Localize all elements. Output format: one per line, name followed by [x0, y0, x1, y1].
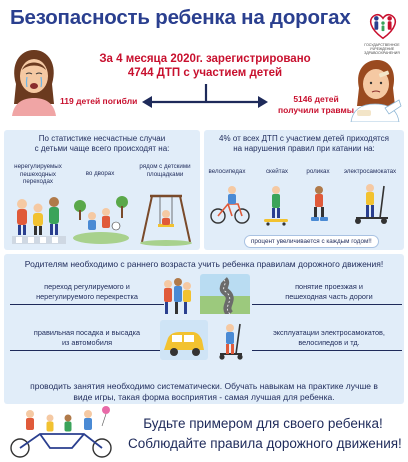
rule-scooters-line1: эксплуатации электросамокатов, — [273, 328, 385, 337]
injuries-count-line2: получили травмы — [278, 105, 355, 115]
family-tandem-bike-illustration — [10, 406, 112, 458]
place-crossings-label: нерегулируемых пешеходных переходах — [8, 163, 68, 186]
parents-rules-panel: Родителям необходимо с раннего возраста … — [4, 254, 404, 404]
rule-car-seating-line1: правильная посадка и высадка — [33, 328, 141, 337]
rule-car-seating-underline — [10, 350, 164, 351]
rule-scooters: эксплуатации электросамокатов, велосипед… — [254, 328, 404, 347]
kids-group-illustration — [164, 278, 191, 314]
riding-violations-title: 4% от всех ДТП с участием детей приходят… — [208, 134, 400, 154]
stats-headline-line1: За 4 месяца 2020г. зарегистрировано — [99, 53, 311, 65]
rule-scooters-line2: велосипедов и тд. — [298, 337, 360, 347]
accident-places-panel: По статистике несчастные случаи с детьми… — [4, 130, 200, 250]
split-arrow-icon — [142, 84, 268, 108]
practice-advice-line1: проводить занятия необходимо систематиче… — [30, 381, 378, 391]
rule-crossroads-line2: нерегулируемого перекрестка — [36, 291, 138, 301]
roller-skates-kid-illustration — [311, 186, 328, 221]
growth-note-pill: процент увеличивается с каждым годом!! — [244, 235, 379, 248]
riding-violations-panel: 4% от всех ДТП с участием детей приходят… — [204, 130, 404, 250]
rule-road-parts-line2: пешеходная часть дороги — [285, 291, 373, 301]
injuries-count: 5146 детей получили травмы — [278, 94, 354, 116]
place-crossings-line1: нерегулируемых — [14, 163, 62, 170]
rule-car-seating-line2: из автомобиля — [61, 337, 113, 347]
vehicle-skates-label: скейтах — [265, 168, 289, 175]
vehicle-rollers-label: роликах — [306, 168, 330, 175]
skateboard-kid-illustration — [264, 186, 288, 226]
swing-playground-illustration — [140, 194, 192, 246]
electric-scooter-kid-illustration — [355, 184, 388, 224]
vehicle-bicycles-label: велосипедах — [208, 168, 246, 175]
rule-crossroads: переход регулируемого и нерегулируемого … — [12, 282, 162, 301]
stats-headline: За 4 месяца 2020г. зарегистрировано 4744… — [90, 52, 320, 80]
parents-rules-title: Родителям необходимо с раннего возраста … — [24, 259, 384, 269]
riding-violations-title-line2: на нарушения правил при катании на: — [233, 144, 375, 153]
place-playgrounds-label: рядом с детскими площадками — [132, 163, 198, 178]
rule-road-parts: понятие проезжая и пешеходная часть доро… — [254, 282, 404, 301]
kids-crossing-illustration — [12, 197, 66, 244]
practice-advice: проводить занятия необходимо систематиче… — [8, 381, 400, 402]
rule-crossroads-underline — [10, 304, 164, 305]
bicycle-kid-illustration — [210, 186, 250, 224]
injuries-count-line1: 5146 детей — [293, 94, 339, 104]
practice-advice-line2: виде игры, такая форма восприятия - сама… — [73, 391, 335, 402]
scooter-kid-illustration — [219, 323, 243, 360]
footer-slogan-line2: Соблюдайте правила дорожного движения! — [128, 436, 402, 451]
stats-headline-line2: 4744 ДТП с участием детей — [127, 67, 283, 79]
accident-places-title-line1: По статистике несчастные случаи — [38, 134, 166, 143]
place-playgrounds-line1: рядом с детскими — [139, 163, 191, 170]
logo-caption: ГОСУДАРСТВЕННОЕ УЧРЕЖДЕНИЕ ЗДРАВООХРАНЕН… — [364, 43, 400, 55]
deaths-count: 119 детей погибли — [60, 96, 138, 106]
riding-violations-title-line1: 4% от всех ДТП с участием детей приходят… — [219, 134, 389, 143]
place-yards-label: во дворах — [85, 170, 115, 177]
family-logo-icon — [369, 13, 397, 40]
crying-girl-illustration — [12, 50, 56, 116]
page-title: Безопасность ребенка на дорогах — [10, 6, 351, 29]
rule-road-parts-line1: понятие проезжая и — [295, 282, 363, 291]
car-family-illustration — [160, 320, 208, 360]
rule-car-seating: правильная посадка и высадка из автомоби… — [12, 328, 162, 347]
rule-crossroads-line1: переход регулируемого и — [44, 282, 130, 291]
accident-places-title: По статистике несчастные случаи с детьми… — [8, 134, 196, 154]
place-playgrounds-line2: площадками — [146, 170, 184, 178]
vehicle-escooters-label: электросамокатах — [343, 168, 397, 175]
rule-scooters-underline — [252, 350, 402, 351]
rule-road-parts-underline — [252, 304, 402, 305]
injured-girl-illustration — [350, 60, 402, 122]
winding-road-illustration — [200, 274, 250, 314]
place-crossings-line2: пешеходных — [20, 170, 56, 178]
footer-slogan-line1: Будьте примером для своего ребенка! — [143, 416, 383, 431]
place-crossings-line3: переходах — [22, 178, 53, 185]
yard-kids-illustration — [73, 196, 129, 244]
accident-places-title-line2: с детьми чаще всего происходят на: — [34, 144, 170, 153]
